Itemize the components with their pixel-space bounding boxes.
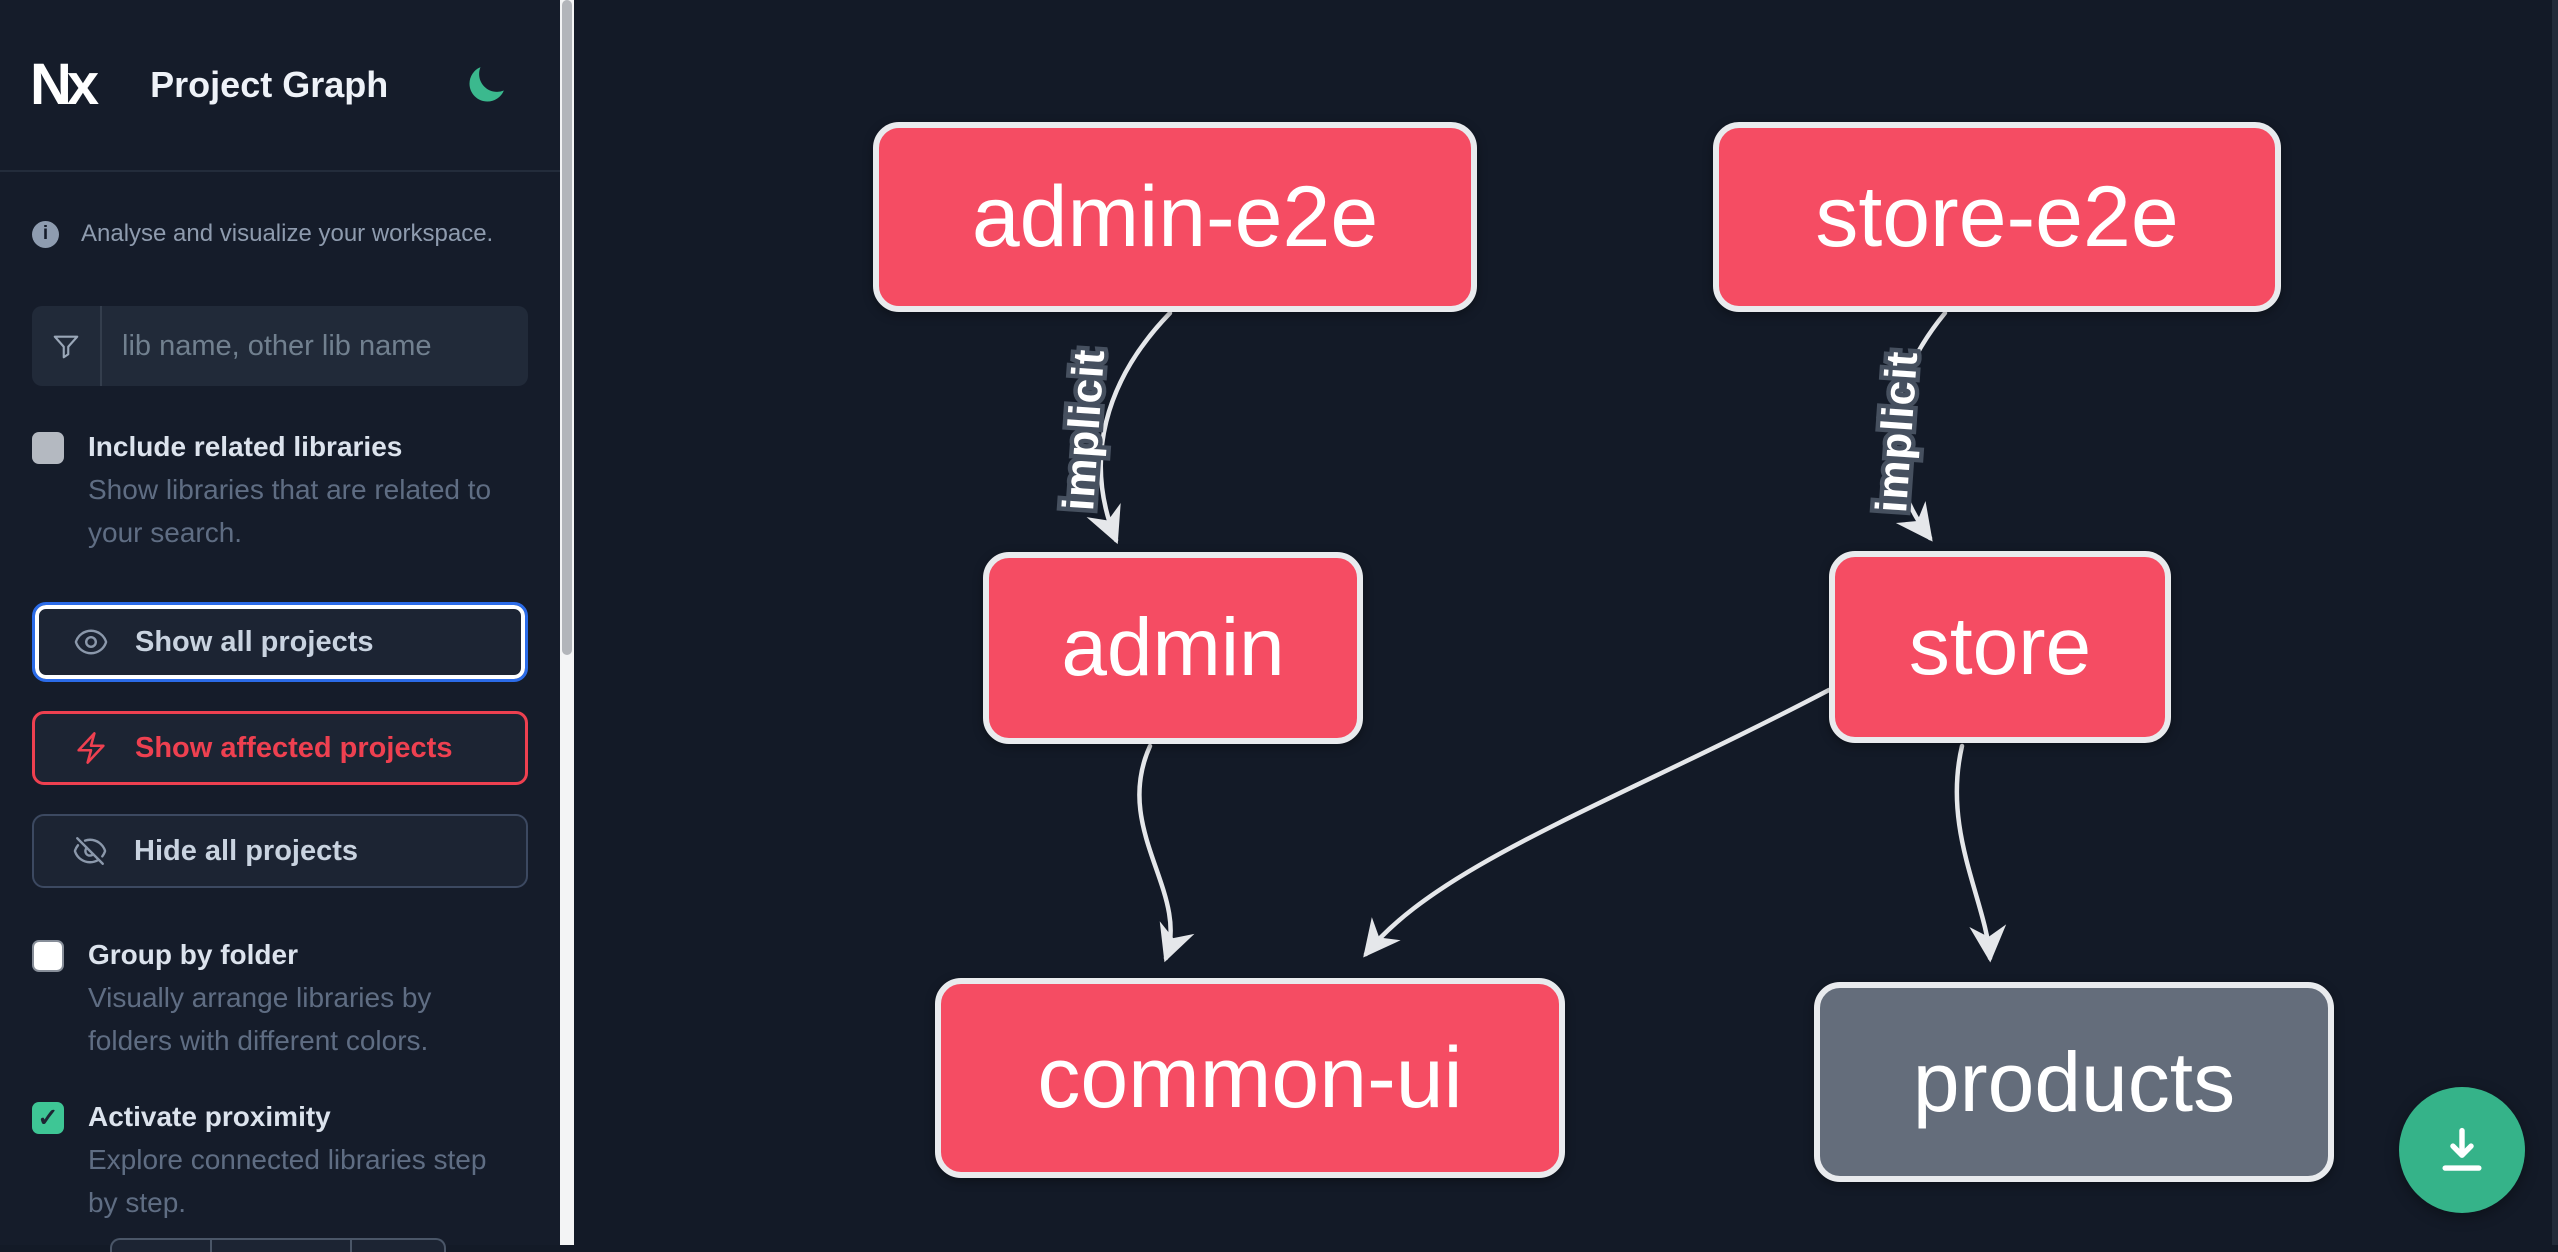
include-related-label[interactable]: Include related libraries [88, 431, 403, 462]
page-scrollbar-edge [2552, 0, 2558, 1245]
graph-node-admin-e2e[interactable]: admin-e2e [873, 122, 1477, 312]
show-all-projects-button[interactable]: Show all projects [32, 602, 528, 682]
page-title: Project Graph [150, 64, 389, 105]
show-affected-projects-button[interactable]: Show affected projects [32, 711, 528, 785]
info-icon: i [32, 220, 59, 248]
hide-all-projects-label: Hide all projects [134, 834, 359, 867]
graph-node-store[interactable]: store [1829, 551, 2171, 743]
activate-proximity-checkbox[interactable]: ✓ [32, 1102, 64, 1134]
search-box [32, 306, 528, 386]
proximity-stepper-control[interactable] [110, 1238, 446, 1252]
eye-icon [74, 629, 108, 655]
search-input[interactable] [102, 306, 528, 386]
graph-node-admin[interactable]: admin [983, 552, 1363, 744]
bolt-icon [77, 732, 105, 764]
sidebar-header: Nx Project Graph [0, 0, 560, 172]
include-related-description: Show libraries that are related to your … [88, 474, 492, 548]
graph-node-common-ui[interactable]: common-ui [935, 978, 1565, 1178]
group-by-folder-label[interactable]: Group by folder [88, 939, 298, 970]
activate-proximity-label[interactable]: Activate proximity [88, 1101, 331, 1132]
graph-node-products[interactable]: products [1814, 982, 2334, 1182]
project-buttons: Show all projects Show affected projects… [32, 602, 528, 888]
workspace-info-row: i Analyse and visualize your workspace. [32, 220, 528, 248]
stepper-value [212, 1240, 352, 1252]
sidebar: Nx Project Graph i Analyse and visualize… [0, 0, 560, 1252]
stepper-increment[interactable] [352, 1240, 444, 1252]
moon-icon[interactable] [464, 63, 508, 107]
filter-funnel-icon [32, 306, 102, 386]
activate-proximity-description: Explore connected libraries step by step… [88, 1144, 487, 1218]
sidebar-scrollbar-track [560, 0, 574, 1245]
group-by-folder-checkbox[interactable] [32, 940, 64, 972]
stepper-decrement[interactable] [112, 1240, 212, 1252]
sidebar-scrollbar-thumb[interactable] [562, 0, 572, 655]
hide-all-projects-button[interactable]: Hide all projects [32, 814, 528, 888]
include-related-checkbox[interactable] [32, 432, 64, 464]
eye-off-icon [73, 837, 107, 865]
group-by-folder-row: Group by folder Visually arrange librari… [32, 938, 528, 1062]
show-all-projects-label: Show all projects [135, 625, 374, 658]
include-related-row: Include related libraries Show libraries… [32, 430, 528, 554]
activate-proximity-row: ✓ Activate proximity Explore connected l… [32, 1100, 528, 1224]
graph-node-store-e2e[interactable]: store-e2e [1713, 122, 2281, 312]
show-affected-projects-label: Show affected projects [135, 731, 453, 764]
download-icon [2442, 1127, 2482, 1171]
group-by-folder-description: Visually arrange libraries by folders wi… [88, 982, 432, 1056]
tagline: Analyse and visualize your workspace. [81, 220, 494, 247]
nx-logo: Nx [30, 52, 99, 117]
download-graph-button[interactable] [2399, 1087, 2525, 1213]
